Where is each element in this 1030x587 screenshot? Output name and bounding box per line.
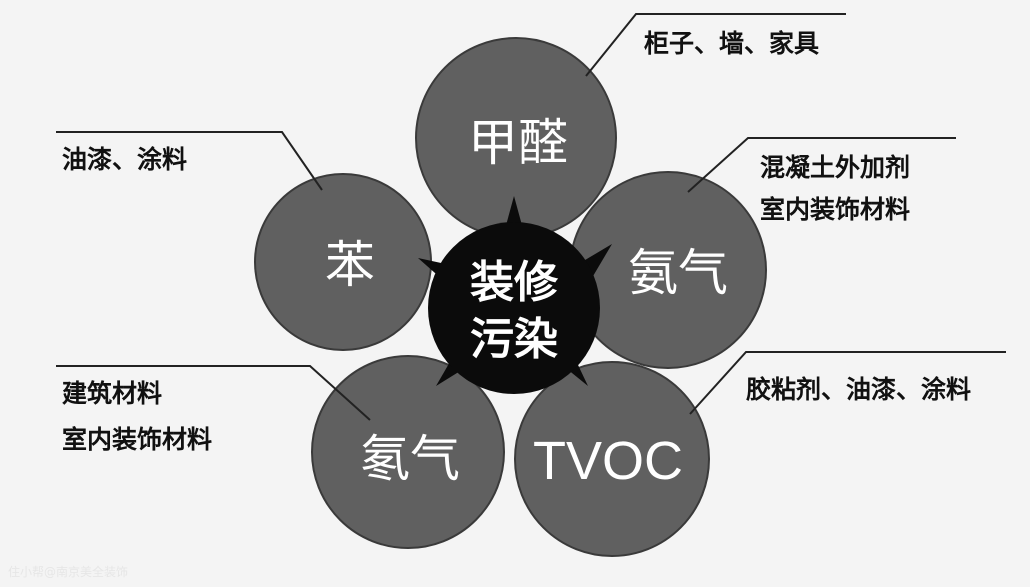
center-label-line2: 污染 xyxy=(470,314,558,365)
leader-benzene xyxy=(56,131,323,191)
watermark: 住小帮@南京美全装饰 xyxy=(8,564,128,579)
label-tvoc: TVOC xyxy=(533,431,683,491)
note-radon-2: 室内装饰材料 xyxy=(62,425,212,454)
note-ammonia-1: 混凝土外加剂 xyxy=(760,153,910,182)
label-radon: 氡气 xyxy=(360,430,460,488)
center-hub xyxy=(428,222,600,394)
label-formaldehyde: 甲醛 xyxy=(468,114,568,172)
leader-formaldehyde xyxy=(585,13,846,77)
petal-tvoc xyxy=(514,361,710,557)
note-benzene: 油漆、涂料 xyxy=(62,145,187,174)
petal-radon xyxy=(311,355,505,549)
label-ammonia: 氨气 xyxy=(628,244,728,302)
leader-ammonia xyxy=(687,137,956,193)
label-benzene: 苯 xyxy=(325,236,375,294)
note-radon-1: 建筑材料 xyxy=(62,379,162,408)
note-ammonia-2: 室内装饰材料 xyxy=(760,195,910,224)
note-tvoc: 胶粘剂、油漆、涂料 xyxy=(746,375,971,404)
leader-tvoc xyxy=(689,351,1006,415)
note-formaldehyde: 柜子、墙、家具 xyxy=(644,29,819,58)
center-label-line1: 装修 xyxy=(470,257,559,308)
leader-radon xyxy=(56,365,371,421)
